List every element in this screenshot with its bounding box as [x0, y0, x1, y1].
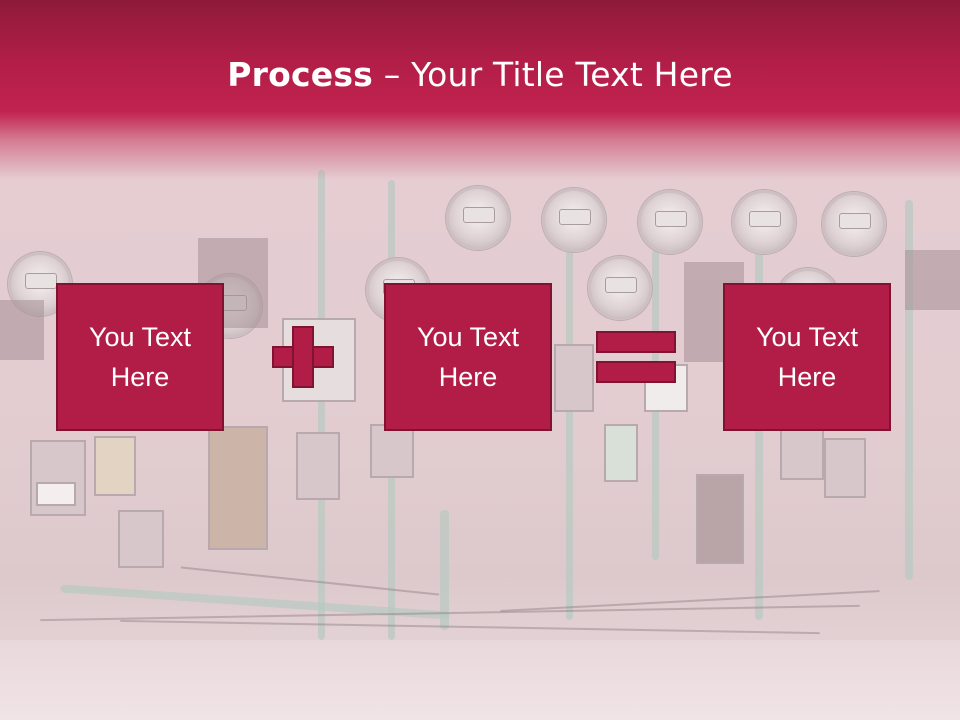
process-box-label: You Text Here [416, 322, 520, 392]
electric-meter [588, 256, 652, 320]
electric-meter [542, 188, 606, 252]
process-box-3[interactable]: You Text Here [723, 283, 891, 431]
electric-meter [732, 190, 796, 254]
plus-icon [272, 326, 334, 388]
electrical-box [824, 438, 866, 498]
process-box-2[interactable]: You Text Here [384, 283, 552, 431]
panel-shadow [905, 250, 960, 310]
electric-meter [446, 186, 510, 250]
process-box-label: You Text Here [755, 322, 859, 392]
title-bold: Process [227, 55, 374, 94]
electrical-box [208, 426, 268, 550]
pipe [440, 510, 449, 630]
electrical-box [94, 436, 136, 496]
pipe [755, 250, 763, 620]
panel-shadow [0, 300, 44, 360]
electrical-box [780, 426, 824, 480]
equals-top-bar [596, 331, 676, 353]
pipe [318, 170, 325, 640]
equals-icon [596, 331, 676, 383]
electrical-box [554, 344, 594, 412]
electric-meter [638, 190, 702, 254]
process-box-1[interactable]: You Text Here [56, 283, 224, 431]
title-text: – Your Title Text Here [373, 55, 733, 94]
label-plate [36, 482, 76, 506]
pipe [905, 200, 913, 580]
electrical-box [604, 424, 638, 482]
electric-meter [822, 192, 886, 256]
floor-ledge [0, 640, 960, 720]
slide-title[interactable]: Process – Your Title Text Here [0, 52, 960, 98]
title-bar [0, 0, 960, 180]
electrical-box [370, 424, 414, 478]
process-box-label: You Text Here [88, 322, 192, 392]
equals-bottom-bar [596, 361, 676, 383]
electrical-box [296, 432, 340, 500]
plus-center [294, 348, 312, 366]
pipe [566, 250, 573, 620]
electrical-box [696, 474, 744, 564]
electrical-box [118, 510, 164, 568]
